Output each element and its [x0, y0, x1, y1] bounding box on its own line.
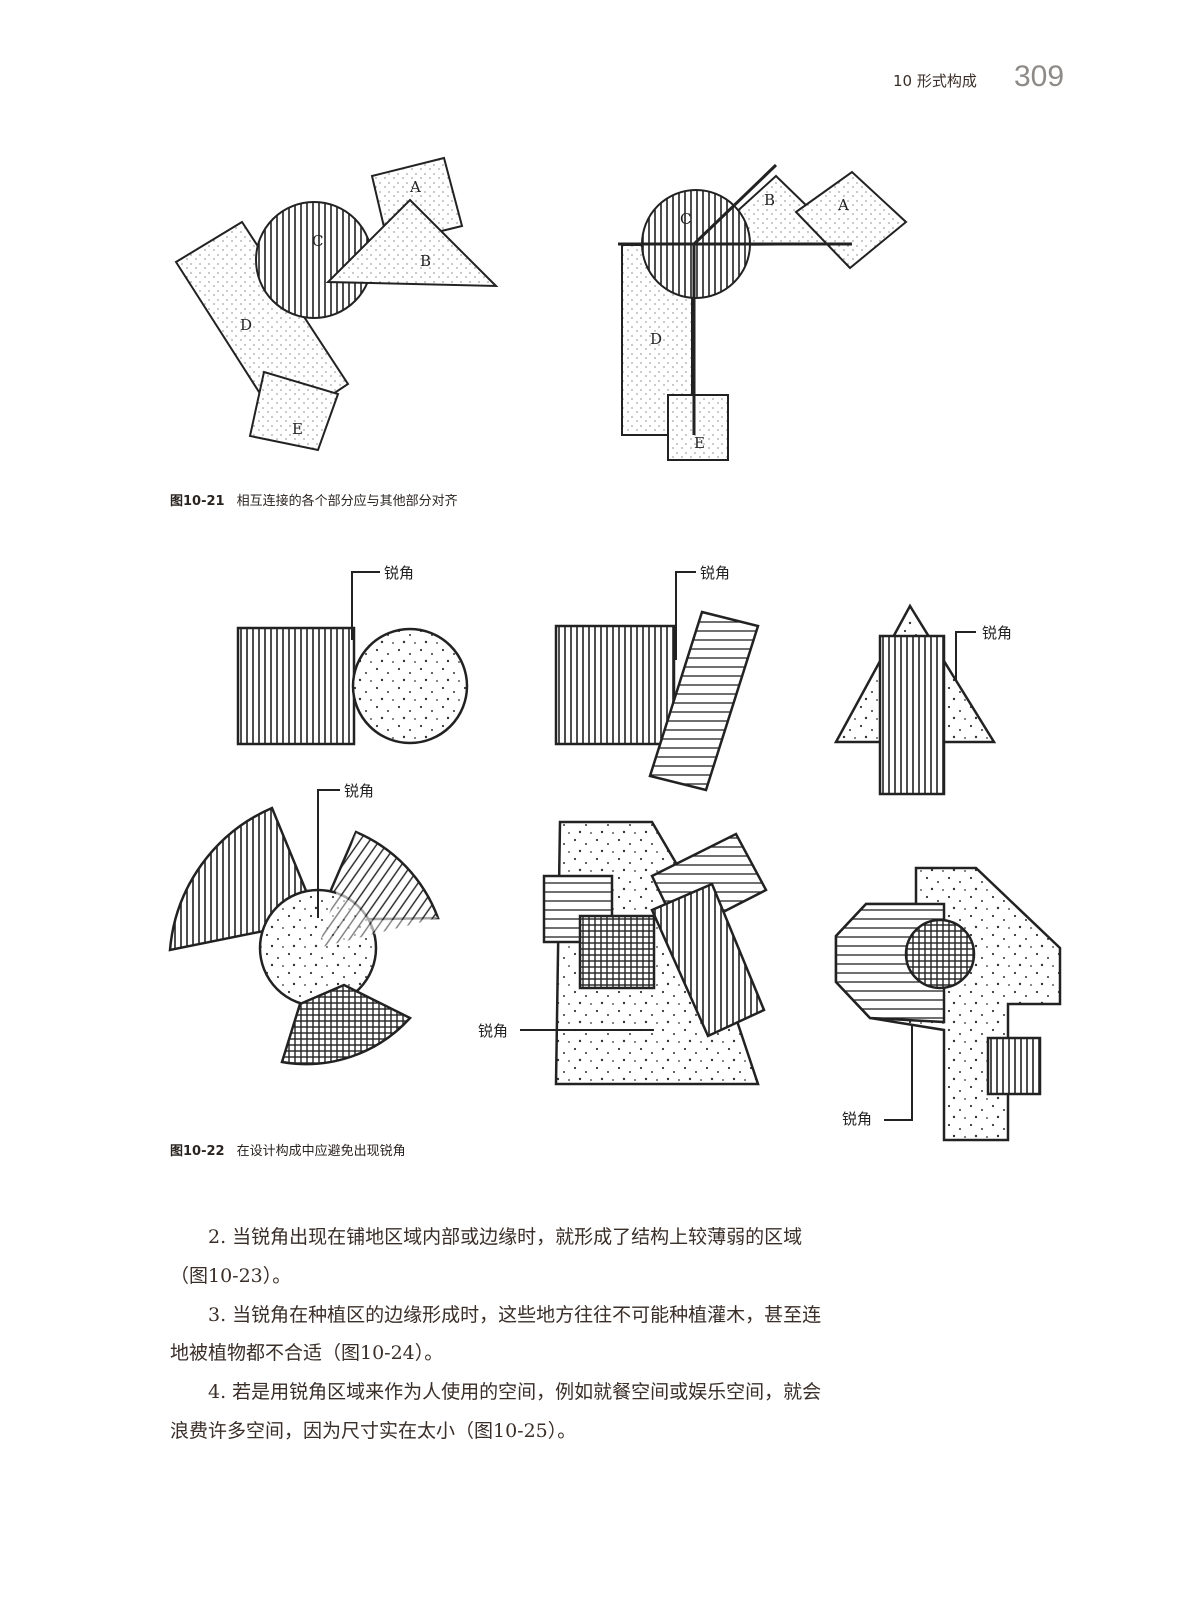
acute-square-circle: 锐角 — [236, 564, 469, 746]
body-text: 2. 当锐角出现在铺地区域内部或边缘时，就形成了结构上较薄弱的区域（图10-23… — [170, 1218, 840, 1451]
svg-text:锐角: 锐角 — [700, 564, 730, 582]
svg-text:锐角: 锐角 — [478, 1022, 508, 1040]
svg-text:A: A — [409, 178, 421, 196]
svg-text:B: B — [764, 191, 775, 209]
acute-plan-circle: 锐角 — [834, 866, 1062, 1142]
svg-text:B: B — [420, 252, 431, 270]
paragraph: 4. 若是用锐角区域来作为人使用的空间，例如就餐空间或娱乐空间，就会浪费许多空间… — [170, 1381, 822, 1442]
caption-text: 在设计构成中应避免出现锐角 — [236, 1144, 406, 1159]
svg-text:E: E — [694, 434, 705, 452]
acute-triangle-rect: 锐角 — [833, 603, 1012, 796]
acute-square-strip: 锐角 — [554, 564, 760, 792]
svg-text:D: D — [650, 330, 662, 348]
svg-text:C: C — [312, 232, 323, 250]
svg-text:E: E — [292, 420, 303, 438]
svg-text:D: D — [240, 316, 252, 334]
fig-10-21-left-diagram: C A B D E — [174, 156, 499, 452]
figure-number: 图10-21 — [170, 494, 225, 509]
caption-text: 相互连接的各个部分应与其他部分对齐 — [236, 494, 458, 509]
figure-number: 图10-22 — [170, 1144, 225, 1159]
svg-text:锐角: 锐角 — [842, 1110, 872, 1128]
paragraph: 2. 当锐角出现在铺地区域内部或边缘时，就形成了结构上较薄弱的区域（图10-23… — [170, 1226, 803, 1287]
acute-paving-plan: 锐角 — [478, 820, 768, 1086]
paragraph: 3. 当锐角在种植区的边缘形成时，这些地方往往不可能种植灌木，甚至连地被植物都不… — [170, 1303, 822, 1365]
fig-10-21-right-diagram: C B A D E — [618, 163, 908, 461]
figure-10-21-caption: 图10-21 相互连接的各个部分应与其他部分对齐 — [170, 490, 458, 509]
chapter-title: 10 形式构成 — [893, 72, 977, 90]
svg-text:锐角: 锐角 — [344, 782, 374, 800]
acute-fan-circle: 锐角 — [168, 782, 440, 1066]
svg-text:锐角: 锐角 — [982, 624, 1012, 642]
svg-text:锐角: 锐角 — [384, 564, 414, 582]
figures: C A B D E C B A D E 锐角 锐角 锐角 — [168, 156, 1062, 1142]
page-number: 309 — [1014, 60, 1065, 93]
svg-text:A: A — [837, 196, 849, 214]
svg-text:C: C — [680, 210, 691, 228]
figure-10-22-caption: 图10-22 在设计构成中应避免出现锐角 — [170, 1140, 406, 1159]
